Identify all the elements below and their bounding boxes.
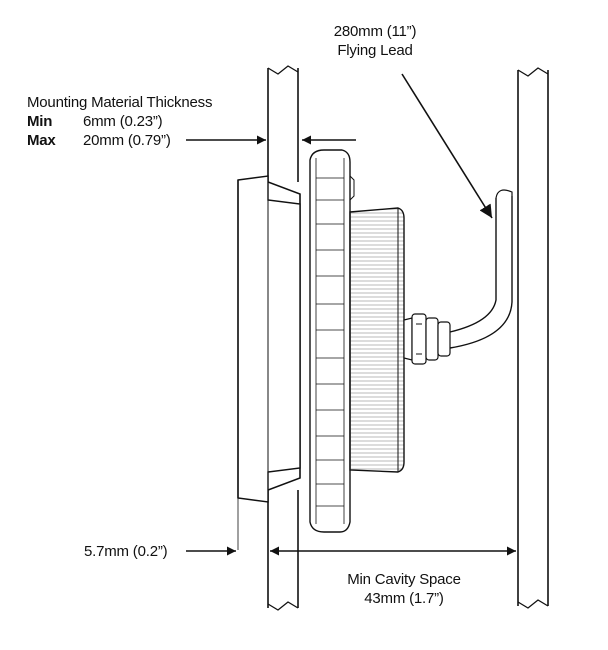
mounting-thickness-title: Mounting Material Thickness: [27, 94, 213, 111]
cavity-space-text: Min Cavity Space: [347, 571, 461, 588]
min-row: Min 6mm (0.23”): [27, 112, 212, 131]
flying-lead-cable: [449, 189, 513, 349]
mounting-thickness-label: Mounting Material Thickness Min 6mm (0.2…: [27, 93, 212, 150]
unit-mounting-flange: [309, 149, 355, 533]
flying-lead-length: 280mm (11”): [333, 23, 417, 40]
flying-lead-label: 280mm (11”) Flying Lead: [300, 22, 450, 60]
min-value: 6mm (0.23”): [83, 113, 163, 130]
min-label: Min: [27, 113, 53, 130]
max-label: Max: [27, 132, 56, 149]
unit-front-bezel: [237, 175, 301, 550]
cavity-back-wall: [517, 67, 549, 609]
cable-connector: [403, 313, 451, 365]
cavity-space-label: Min Cavity Space 43mm (1.7”): [334, 570, 474, 608]
cavity-space-value: 43mm (1.7”): [364, 590, 444, 607]
unit-rear-body: [349, 207, 405, 473]
max-row: Max 20mm (0.79”): [27, 131, 212, 150]
flying-lead-leader-arrow: [401, 73, 493, 219]
max-value: 20mm (0.79”): [83, 132, 171, 149]
bezel-offset-value: 5.7mm (0.2”): [84, 543, 168, 560]
flying-lead-text: Flying Lead: [337, 42, 413, 59]
